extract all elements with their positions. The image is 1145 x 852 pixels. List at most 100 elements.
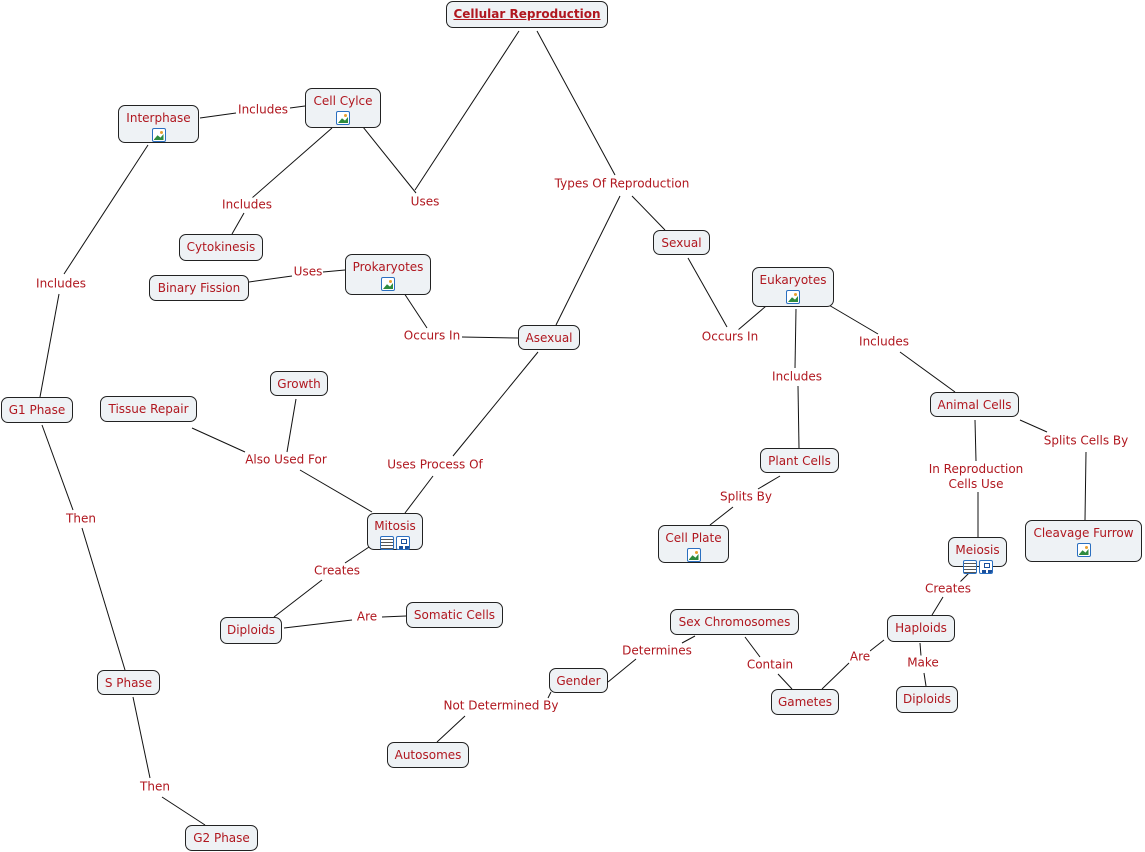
concept-cytokinesis[interactable]: Cytokinesis: [179, 234, 263, 261]
concept-label: Gametes: [777, 695, 833, 709]
image-resource-icon[interactable]: [381, 277, 395, 291]
concept-sexual[interactable]: Sexual: [653, 230, 710, 255]
link-phrase-includes-1[interactable]: Includes: [238, 102, 288, 118]
concept-mitosis[interactable]: Mitosis: [367, 513, 423, 550]
image-resource-icon[interactable]: [686, 548, 701, 562]
image-resource-icon[interactable]: [786, 290, 800, 304]
connector-line: [289, 105, 306, 109]
concept-tissue-repair[interactable]: Tissue Repair: [100, 396, 197, 422]
concept-interphase[interactable]: Interphase: [118, 105, 199, 143]
concept-label: Cell Cylce: [313, 94, 373, 108]
link-phrase-then-1[interactable]: Then: [66, 511, 96, 527]
connector-line: [39, 293, 60, 398]
image-resource-icon[interactable]: [151, 128, 166, 142]
link-phrase-uses-process-of[interactable]: Uses Process Of: [387, 457, 483, 473]
concept-binary-fission[interactable]: Binary Fission: [149, 275, 249, 301]
resource-icons: [368, 536, 422, 550]
concept-label: Somatic Cells: [413, 608, 496, 622]
concept-label: Cellular Reproduction: [453, 7, 601, 21]
concept-growth[interactable]: Growth: [270, 371, 328, 396]
link-phrase-then-2[interactable]: Then: [140, 779, 170, 795]
concept-haploids[interactable]: Haploids: [887, 615, 955, 642]
concept-autosomes[interactable]: Autosomes: [387, 742, 469, 768]
concept-meiosis[interactable]: Meiosis: [948, 537, 1007, 574]
connector-line: [869, 639, 885, 652]
connector-line: [41, 424, 74, 511]
concept-cleavage-furrow[interactable]: Cleavage Furrow: [1025, 520, 1142, 562]
concept-diploids-1[interactable]: Diploids: [220, 617, 282, 644]
link-phrase-creates-2[interactable]: Creates: [924, 581, 972, 597]
link-phrase-in-reproduction-cells-use[interactable]: In Reproduction Cells Use: [924, 462, 1028, 492]
link-phrase-are-2[interactable]: Are: [849, 649, 871, 665]
connector-line: [555, 195, 621, 326]
connector-line: [744, 636, 761, 658]
link-phrase-contain[interactable]: Contain: [746, 657, 794, 673]
connector-line: [191, 427, 246, 453]
image-resource-icon[interactable]: [1076, 543, 1091, 557]
concept-gender[interactable]: Gender: [549, 668, 608, 693]
concept-label: Gender: [556, 674, 601, 688]
concept-label: Tissue Repair: [108, 402, 189, 416]
concept-label: Cleavage Furrow: [1033, 526, 1134, 540]
link-phrase-occurs-in-2[interactable]: Occurs In: [701, 329, 759, 345]
concept-g1-phase[interactable]: G1 Phase: [1, 397, 73, 423]
link-phrase-types-of-reproduction[interactable]: Types Of Reproduction: [554, 176, 690, 192]
link-phrase-are-1[interactable]: Are: [356, 609, 378, 625]
concept-cell-plate[interactable]: Cell Plate: [658, 525, 729, 563]
cmap-resource-icon[interactable]: [396, 536, 410, 550]
image-resource-icon[interactable]: [336, 111, 350, 125]
concept-label: Sex Chromosomes: [678, 615, 791, 629]
concept-asexual[interactable]: Asexual: [518, 325, 580, 350]
concept-gametes[interactable]: Gametes: [771, 689, 839, 715]
concept-somatic-cells[interactable]: Somatic Cells: [406, 602, 503, 628]
concept-plant-cells[interactable]: Plant Cells: [760, 448, 839, 473]
connector-line: [299, 469, 373, 513]
cmap-resource-icon[interactable]: [978, 560, 993, 574]
link-phrase-splits-by[interactable]: Splits By: [719, 489, 773, 505]
connector-line: [286, 398, 297, 453]
concept-animal-cells[interactable]: Animal Cells: [930, 392, 1019, 417]
concept-label: G1 Phase: [8, 403, 66, 417]
resource-icons: [346, 277, 430, 291]
concept-cell-cycle[interactable]: Cell Cylce: [305, 88, 381, 128]
resource-icons: [306, 111, 380, 125]
concept-s-phase[interactable]: S Phase: [97, 670, 160, 695]
concept-label: Sexual: [661, 236, 702, 250]
link-phrase-occurs-in-1[interactable]: Occurs In: [403, 328, 461, 344]
connector-line: [794, 308, 797, 369]
concept-label: Animal Cells: [937, 398, 1012, 412]
connector-line: [687, 257, 728, 328]
concept-g2-phase[interactable]: G2 Phase: [185, 825, 258, 851]
document-resource-icon[interactable]: [962, 560, 977, 574]
link-phrase-creates-1[interactable]: Creates: [313, 563, 361, 579]
connector-line: [132, 696, 151, 779]
link-phrase-make[interactable]: Make: [907, 655, 939, 671]
concept-sex-chromosomes[interactable]: Sex Chromosomes: [670, 609, 799, 635]
concept-eukaryotes[interactable]: Eukaryotes: [752, 267, 834, 307]
document-resource-icon[interactable]: [380, 536, 394, 550]
connector-line: [199, 112, 237, 119]
connector-line: [757, 475, 781, 490]
connector-line: [923, 672, 927, 687]
concept-label: Mitosis: [374, 519, 416, 533]
concept-cellular-reproduction[interactable]: Cellular Reproduction: [446, 1, 608, 28]
link-phrase-includes-3[interactable]: Includes: [859, 334, 909, 350]
resource-icons: [1026, 543, 1141, 557]
link-phrase-includes-2[interactable]: Includes: [222, 197, 272, 213]
concept-label: S Phase: [104, 676, 153, 690]
concept-label: Cytokinesis: [186, 240, 256, 254]
link-phrase-determines[interactable]: Determines: [622, 643, 692, 659]
link-phrase-includes-4[interactable]: Includes: [772, 369, 822, 385]
link-phrase-uses-1[interactable]: Uses: [410, 194, 440, 210]
concept-prokaryotes[interactable]: Prokaryotes: [345, 254, 431, 295]
link-phrase-uses-2[interactable]: Uses: [293, 264, 323, 280]
link-phrase-splits-cells-by[interactable]: Splits Cells By: [1043, 433, 1129, 449]
concept-label: Meiosis: [955, 543, 1000, 557]
connector-line: [381, 615, 407, 618]
link-phrase-also-used-for[interactable]: Also Used For: [245, 452, 327, 468]
concept-label: Binary Fission: [157, 281, 241, 295]
link-phrase-includes-5[interactable]: Includes: [36, 276, 86, 292]
connector-line: [899, 351, 956, 393]
concept-diploids-2[interactable]: Diploids: [896, 686, 958, 713]
link-phrase-not-determined-by[interactable]: Not Determined By: [443, 698, 559, 714]
